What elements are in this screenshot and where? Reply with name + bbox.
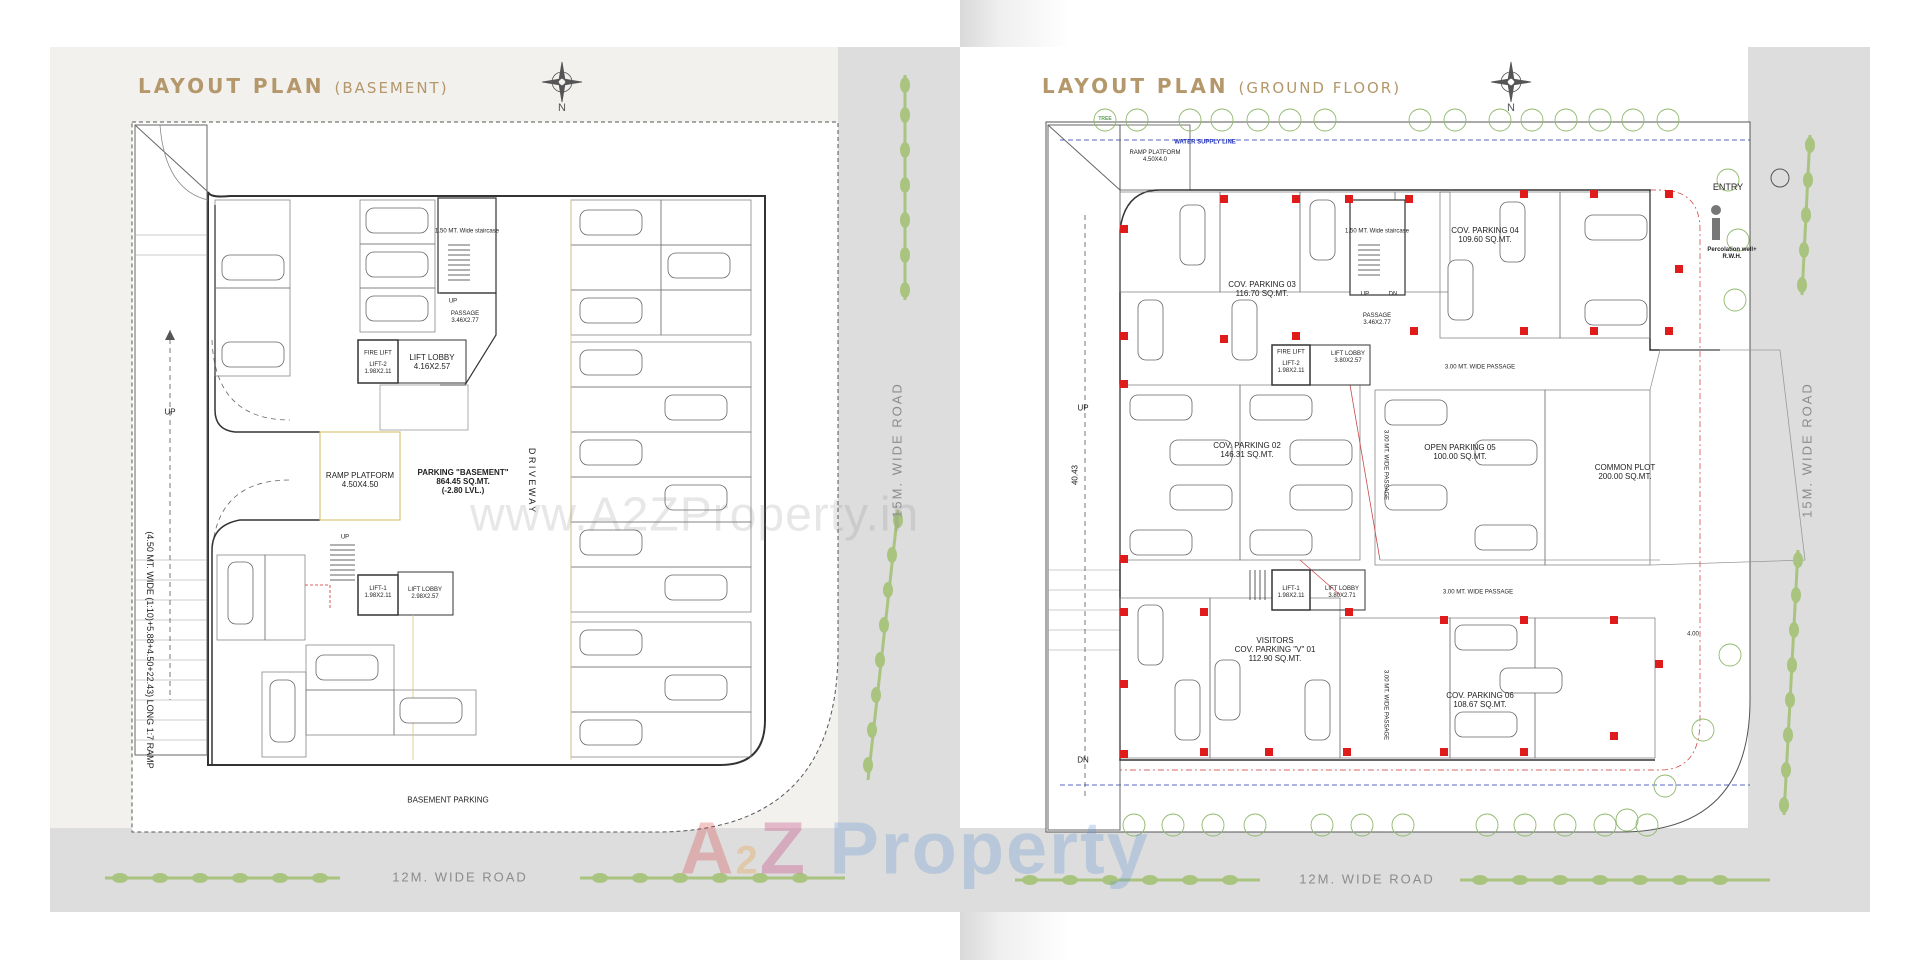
basement-parking-label: PARKING "BASEMENT" 864.45 SQ.MT. (-2.80 … [417, 468, 509, 496]
ground-lift1-label: LIFT-1 1.98X2.11 [1277, 586, 1305, 599]
basement-title-sub: (BASEMENT) [334, 79, 449, 97]
ground-lift2-label: LIFT-2 1.98X2.11 [1277, 361, 1305, 374]
cov-parking-06-label: COV. PARKING 06 108.67 SQ.MT. [1446, 690, 1514, 709]
ramp-area [134, 124, 208, 756]
ground-passage-label: PASSAGE 3.46X2.77 [1362, 313, 1392, 326]
cov-parking-04-label: COV. PARKING 04 109.60 SQ.MT. [1451, 225, 1519, 244]
basement-bottom-road-label: 12M. WIDE ROAD [392, 869, 528, 885]
open-parking-05-label: OPEN PARKING 05 100.00 SQ.MT. [1424, 442, 1496, 461]
structural-columns [1120, 190, 1683, 758]
basement-lift-lobby-top: LIFT LOBBY 4.16X2.57 [409, 352, 455, 371]
ground-right-road-label: 15M. WIDE ROAD [1799, 382, 1815, 518]
left-sheet: LAYOUT PLAN (BASEMENT) N 1.50 MT. Wide s… [50, 47, 960, 912]
basement-passage-label: PASSAGE 3.46X2.77 [450, 311, 480, 324]
road-band-right [838, 47, 960, 912]
basement-title: LAYOUT PLAN (BASEMENT) [138, 74, 449, 98]
basement-fire-lift-label: FIRE LIFT [364, 350, 392, 357]
parking-bays-left-bottom [216, 554, 477, 758]
basement-north-label: N [558, 102, 566, 114]
brand-z: Z [759, 806, 830, 890]
vertical-passage-label: 3.00 MT. WIDE PASSAGE [1382, 429, 1389, 501]
brand-two: 2 [735, 838, 760, 883]
ground-stair-dn-label: DN [1388, 291, 1398, 298]
entry-gate-icon [1770, 168, 1790, 188]
brand-logo: A2Z Property [680, 806, 1150, 891]
cov-parking-02-label: COV. PARKING 02 146.31 SQ.MT. [1213, 440, 1281, 459]
basement-lift1-label: LIFT-1 1.98X2.11 [364, 586, 392, 599]
ground-dim-right-label: 4.00 [1687, 631, 1699, 638]
car-icons [221, 207, 731, 746]
watermark-text: www.A2ZProperty.in [470, 488, 920, 542]
ground-ramp-dn-label: DN [1077, 755, 1089, 765]
tree-icons [1093, 108, 1750, 837]
road-band-right [1748, 47, 1870, 912]
ground-title: LAYOUT PLAN (GROUND FLOOR) [1042, 74, 1401, 98]
ground-lift-lobby-b-label: LIFT LOBBY 3.80X2.71 [1325, 586, 1359, 599]
basement-title-main: LAYOUT PLAN [138, 74, 325, 98]
percolation-well-icon [1712, 218, 1720, 240]
ground-staircase-label: 1.50 MT. Wide staircase [1344, 228, 1410, 235]
ground-stair-core [1349, 199, 1406, 296]
wide-passage-top-label: 3.00 MT. WIDE PASSAGE [1444, 364, 1516, 371]
ramp-up-label: UP [164, 407, 176, 417]
wide-passage-bottom-label: 3.00 MT. WIDE PASSAGE [1442, 589, 1514, 596]
road-band-bottom [50, 828, 960, 912]
ground-floor-plan-drawing [960, 47, 1870, 912]
ground-lift-lobby-label: LIFT LOBBY 3.80X2.57 [1331, 351, 1365, 364]
parking-bays-left-top [214, 199, 436, 377]
vertical-passage-bottom-label: 3.00 MT. WIDE PASSAGE [1382, 669, 1389, 741]
basement-ramp-platform-label: RAMP PLATFORM 4.50X4.50 [325, 470, 395, 489]
lift-1 [357, 574, 399, 616]
ground-car-icons [1129, 199, 1648, 741]
ground-road-trees-bottom [1022, 875, 1728, 885]
ground-title-main: LAYOUT PLAN [1042, 74, 1229, 98]
brand-a: A [680, 806, 736, 890]
brand-word: Property [829, 806, 1150, 890]
basement-outer-wall [207, 191, 766, 766]
ground-dim-left-label: 40.43 [1070, 464, 1080, 486]
compass-icon [541, 61, 583, 103]
ramp-spec-label: (4.50 MT. WIDE (1:10)+5.88+4.50+22.43) L… [145, 531, 156, 769]
basement-parking-footer: BASEMENT PARKING [407, 795, 489, 805]
common-plot-label: COMMON PLOT 200.00 SQ.MT. [1594, 462, 1656, 481]
fire-lift-2 [357, 339, 399, 384]
ground-ramp-platform-label: RAMP PLATFORM 4.50X4.0 [1129, 150, 1181, 163]
ground-north-label: N [1507, 102, 1515, 114]
right-sheet: LAYOUT PLAN (GROUND FLOOR) N WATER SUPPL… [960, 0, 1920, 960]
ground-compass-icon [1490, 61, 1532, 103]
ground-plot-boundary [1045, 121, 1751, 833]
basement-lift2-label: LIFT-2 1.98X2.11 [364, 362, 392, 375]
percolation-label: Percolation well+ R.W.H. [1707, 247, 1757, 260]
basement-staircase-label: 1.50 MT. Wide staircase [434, 228, 500, 235]
plot-boundary [131, 121, 839, 833]
ground-fire-lift-label: FIRE LIFT [1277, 349, 1305, 356]
basement-plan-drawing [50, 47, 960, 912]
ground-bottom-road-label: 12M. WIDE ROAD [1299, 871, 1435, 887]
ground-stair-up-label: UP [1360, 291, 1370, 298]
tree-label: TREE [1098, 116, 1112, 123]
visitors-parking-label: VISITORS COV. PARKING "V" 01 112.90 SQ.M… [1234, 636, 1316, 664]
basement-lift-lobby-bottom: LIFT LOBBY 2.98X2.57 [408, 587, 442, 600]
ground-title-sub: (GROUND FLOOR) [1238, 79, 1402, 97]
stair-core-top [437, 197, 497, 294]
ground-road-trees-right [1779, 137, 1815, 813]
basement-stair-up-label: UP [448, 298, 458, 305]
water-supply-label: WATER SUPPLY LINE [1174, 139, 1236, 146]
entry-label: ENTRY [1712, 181, 1744, 192]
cov-parking-03-label: COV. PARKING 03 116.70 SQ.MT. [1228, 279, 1296, 298]
ground-ramp-up-label: UP [1077, 403, 1089, 413]
basement-stair-up-bottom: UP [340, 534, 350, 541]
ramp-platform [319, 431, 401, 521]
road-band-bottom [960, 828, 1870, 912]
